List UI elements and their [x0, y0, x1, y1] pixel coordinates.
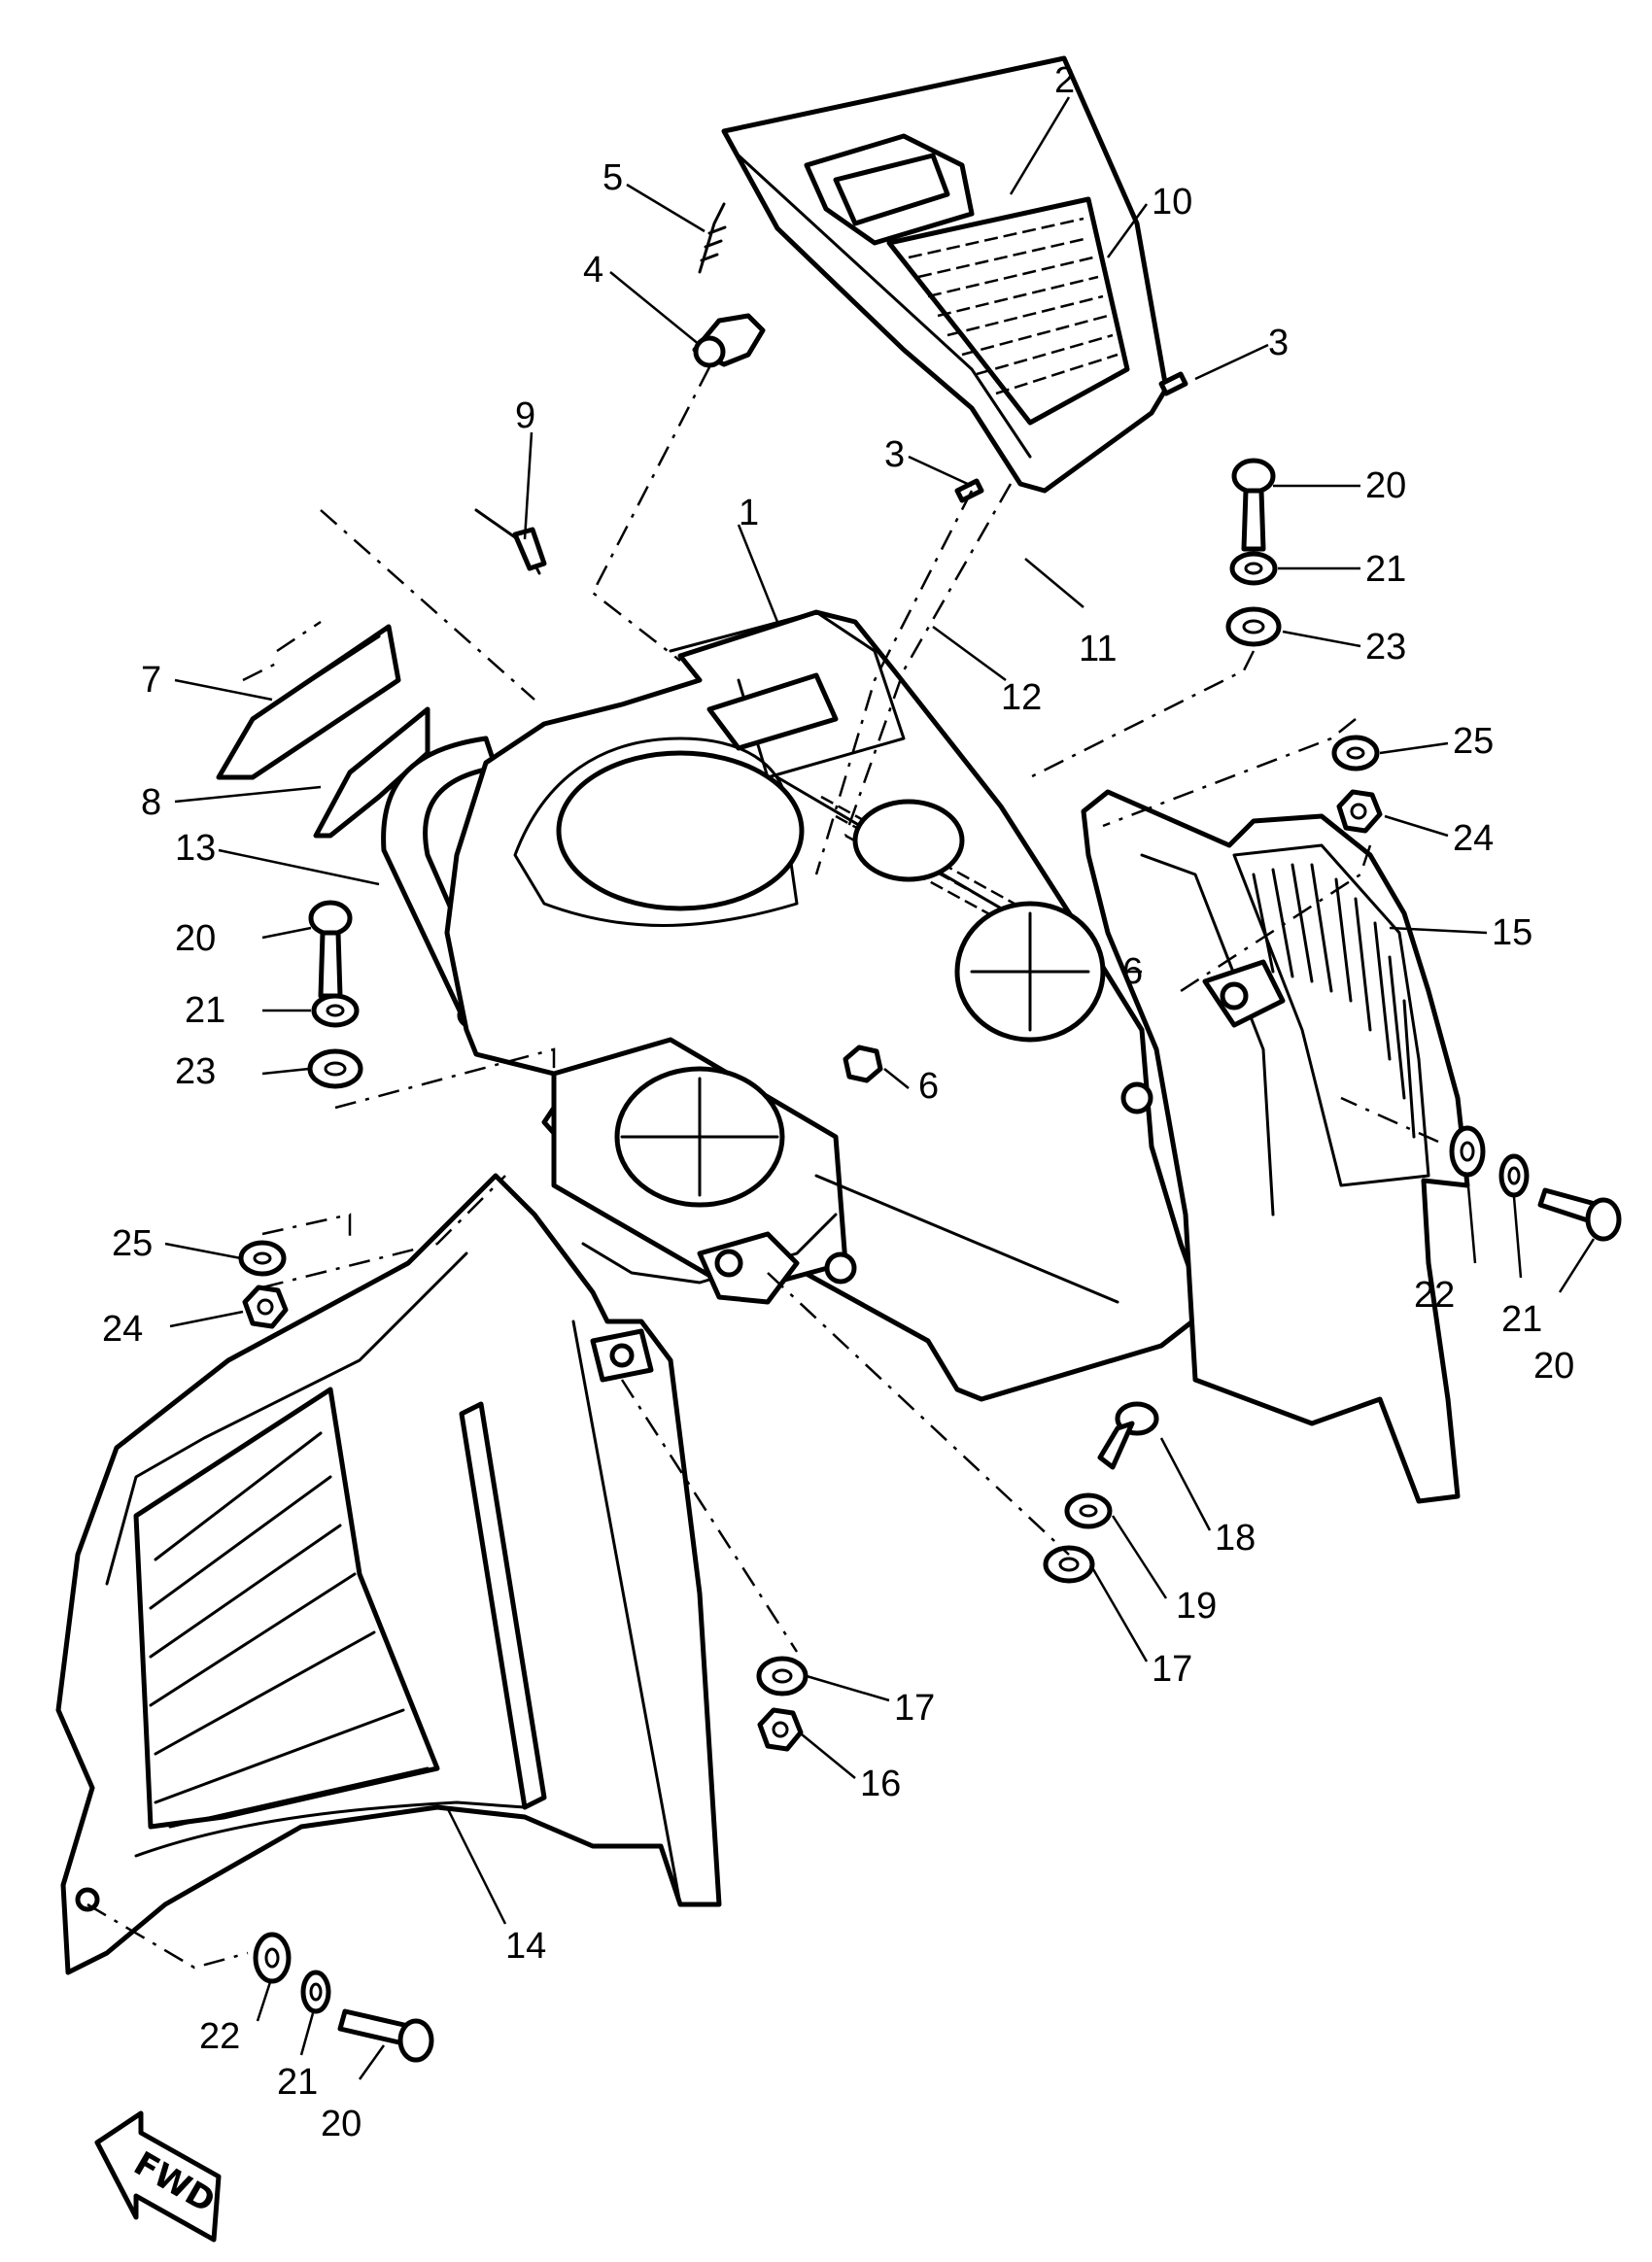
callout-17-right: 17 — [1152, 1649, 1192, 1690]
callout-6a: 6 — [918, 1066, 939, 1107]
callout-5: 5 — [602, 157, 623, 198]
part-washer-22-bottom — [253, 1932, 292, 1984]
part-top-cover — [721, 55, 1169, 494]
part-right-panel-15 — [1081, 789, 1470, 1504]
part-bracket-8 — [313, 706, 430, 839]
part-washer-19 — [1064, 1492, 1113, 1529]
callout-14: 14 — [505, 1926, 546, 1967]
callout-23-left: 23 — [175, 1051, 216, 1092]
callout-20-left: 20 — [175, 918, 216, 959]
part-nut-24-right — [1336, 789, 1383, 834]
part-washer-17-center — [756, 1656, 809, 1696]
part-washer-22-right — [1449, 1125, 1486, 1178]
callout-20-right: 20 — [1533, 1346, 1574, 1387]
part-left-panel-14 — [55, 1173, 722, 1975]
callout-3b: 3 — [884, 434, 905, 475]
louvers-15 — [1252, 863, 1416, 1139]
callout-19: 19 — [1176, 1586, 1217, 1627]
callout-21-left: 21 — [185, 990, 225, 1031]
callout-25-left: 25 — [112, 1223, 153, 1264]
part-screw-20-bottom — [337, 2008, 434, 2063]
louvers-14 — [149, 1431, 430, 1829]
callout-13: 13 — [175, 828, 216, 869]
callout-7: 7 — [141, 660, 161, 701]
callout-1: 1 — [739, 493, 759, 533]
part-nut-25-left — [238, 1240, 287, 1277]
callout-22-bottom: 22 — [199, 2016, 240, 2057]
callout-12: 12 — [1001, 677, 1042, 718]
part-nut-6a — [843, 1045, 883, 1083]
callout-2: 2 — [1054, 60, 1075, 101]
part-screw-20-top — [1231, 458, 1276, 552]
part-washer-21-right — [1498, 1153, 1530, 1198]
callout-labels: 2 10 3 3 4 5 9 1 11 12 7 8 13 20 21 23 2… — [102, 60, 1574, 2144]
callout-17-center: 17 — [894, 1688, 935, 1729]
callout-9: 9 — [515, 395, 535, 436]
callout-20-top: 20 — [1365, 465, 1406, 506]
callout-25-right: 25 — [1453, 721, 1494, 762]
part-washer-21-left — [311, 993, 360, 1028]
callout-15: 15 — [1492, 912, 1532, 953]
callout-4: 4 — [583, 250, 603, 291]
callout-3a: 3 — [1268, 323, 1289, 363]
part-washer-21-bottom — [300, 1970, 331, 2014]
part-grommet-23-left — [307, 1048, 363, 1089]
callout-21-right: 21 — [1501, 1299, 1542, 1340]
callout-6b: 6 — [1122, 951, 1143, 992]
callout-24-right: 24 — [1453, 818, 1494, 859]
part-pin-3a — [1158, 371, 1188, 396]
grille-10 — [908, 217, 1119, 395]
part-main-housing-1 — [444, 609, 1208, 1402]
part-grommet-23-top — [1225, 606, 1282, 647]
callout-8: 8 — [141, 782, 161, 823]
assembly-lines — [86, 366, 1439, 1970]
part-nut-16 — [757, 1707, 804, 1752]
leader-lines — [164, 96, 1596, 2080]
part-screw-20-left — [308, 900, 353, 999]
callout-10: 10 — [1152, 182, 1192, 223]
callout-24-left: 24 — [102, 1309, 143, 1350]
callout-23-top: 23 — [1365, 627, 1406, 668]
part-nut-25-right — [1331, 735, 1380, 771]
callout-20-bottom: 20 — [321, 2104, 361, 2144]
part-bracket-7 — [216, 624, 401, 780]
part-latch-4 — [692, 313, 766, 368]
callout-21-top: 21 — [1365, 549, 1406, 590]
callout-18: 18 — [1215, 1518, 1256, 1559]
callout-16: 16 — [860, 1764, 901, 1804]
part-screw-20-right — [1537, 1187, 1622, 1242]
part-screw-18 — [1097, 1401, 1159, 1470]
part-washer-21-top — [1229, 551, 1278, 586]
callout-22-right: 22 — [1414, 1275, 1455, 1316]
part-clip-9 — [474, 508, 547, 575]
fwd-arrow-marker: FWD — [94, 2110, 222, 2243]
part-spring-5 — [698, 202, 727, 274]
part-nut-24-left — [242, 1285, 289, 1329]
callout-11: 11 — [1079, 629, 1117, 669]
callout-21-bottom: 21 — [277, 2062, 318, 2103]
part-washer-17-right — [1043, 1545, 1095, 1584]
